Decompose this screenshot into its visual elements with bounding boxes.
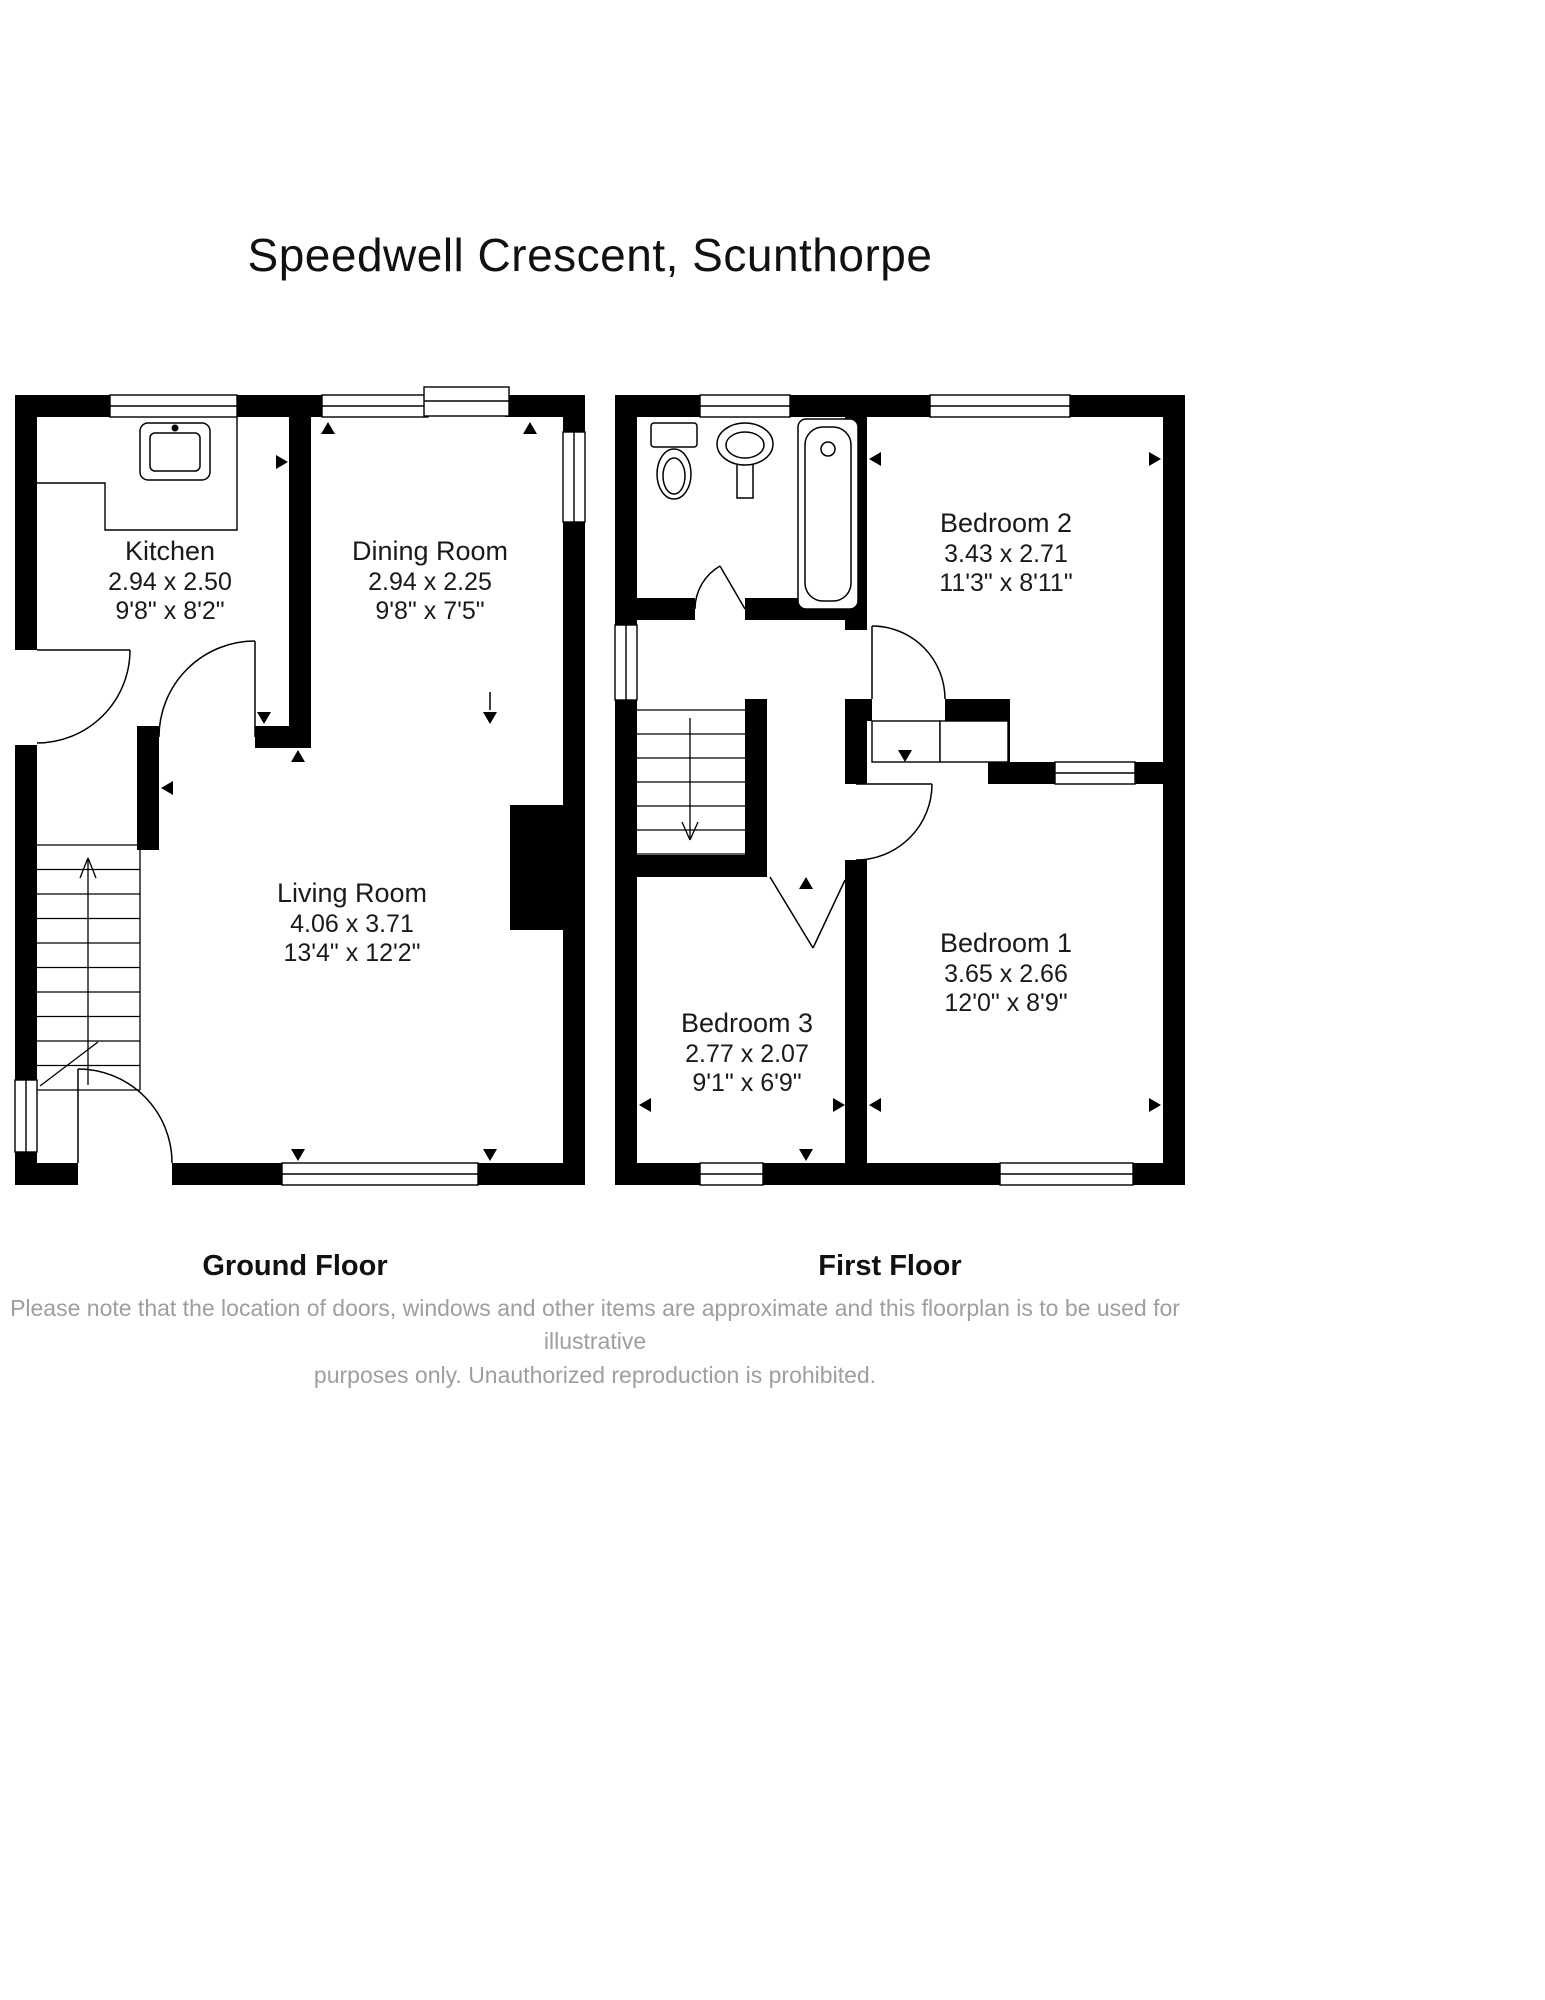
room-label-bedroom-3: Bedroom 3 2.77 x 2.07 9'1" x 6'9" xyxy=(637,1008,857,1099)
room-name: Kitchen xyxy=(124,536,216,566)
room-dim-metric: 2.77 x 2.07 xyxy=(685,1039,809,1068)
chimney-breast xyxy=(510,805,563,930)
room-dim-imperial: 11'3" x 8'11" xyxy=(939,569,1073,598)
room-name: Living Room xyxy=(276,878,428,908)
bathtub-icon xyxy=(797,418,859,610)
room-dim-imperial: 9'1" x 6'9" xyxy=(692,1069,802,1098)
room-label-living-room: Living Room 4.06 x 3.71 13'4" x 12'2" xyxy=(242,878,462,969)
room-name: Bedroom 2 xyxy=(939,508,1073,538)
floor-label-first: First Floor xyxy=(818,1250,962,1282)
room-dim-metric: 3.43 x 2.71 xyxy=(944,539,1068,568)
ground-floor-walls xyxy=(15,395,585,1185)
room-dim-metric: 3.65 x 2.66 xyxy=(944,959,1068,988)
room-label-kitchen: Kitchen 2.94 x 2.50 9'8" x 8'2" xyxy=(60,536,280,627)
first-floor-plan xyxy=(614,394,1185,1186)
room-dim-imperial: 12'0" x 8'9" xyxy=(944,989,1068,1018)
built-in-wardrobes xyxy=(871,720,1009,763)
room-dim-metric: 2.94 x 2.25 xyxy=(368,567,492,596)
first-floor-doors xyxy=(694,565,946,949)
room-dim-imperial: 9'8" x 8'2" xyxy=(115,597,225,626)
floor-label-ground: Ground Floor xyxy=(202,1250,388,1282)
disclaimer-line-2: purposes only. Unauthorized reproduction… xyxy=(313,1361,877,1388)
disclaimer-line-1: Please note that the location of doors, … xyxy=(10,1295,1180,1355)
basin-icon xyxy=(716,422,774,499)
disclaimer: Please note that the location of doors, … xyxy=(0,1292,1190,1392)
page-title: Speedwell Crescent, Scunthorpe xyxy=(247,229,933,281)
room-name: Bedroom 3 xyxy=(680,1008,814,1038)
kitchen-sink-icon xyxy=(139,422,211,481)
room-dim-metric: 4.06 x 3.71 xyxy=(290,909,414,938)
first-floor-windows xyxy=(614,394,1136,1186)
kitchen-counter xyxy=(37,417,238,531)
stairs-down-icon xyxy=(637,709,745,855)
room-label-bedroom-2: Bedroom 2 3.43 x 2.71 11'3" x 8'11" xyxy=(896,508,1116,599)
ground-floor-doors xyxy=(36,640,256,1164)
stairs-up-icon xyxy=(37,844,141,1091)
room-dim-imperial: 9'8" x 7'5" xyxy=(375,597,485,626)
room-dim-metric: 2.94 x 2.50 xyxy=(108,567,232,596)
ground-floor-windows xyxy=(14,386,586,1186)
room-name: Bedroom 1 xyxy=(939,928,1073,958)
room-label-bedroom-1: Bedroom 1 3.65 x 2.66 12'0" x 8'9" xyxy=(896,928,1116,1019)
room-name: Dining Room xyxy=(351,536,509,566)
room-dim-imperial: 13'4" x 12'2" xyxy=(283,939,421,968)
toilet-icon xyxy=(650,422,698,500)
room-label-dining-room: Dining Room 2.94 x 2.25 9'8" x 7'5" xyxy=(320,536,540,627)
dimension-arrows-ground xyxy=(20,422,537,1161)
ground-floor-plan xyxy=(14,386,586,1186)
dimension-arrows-first xyxy=(639,452,1161,1161)
